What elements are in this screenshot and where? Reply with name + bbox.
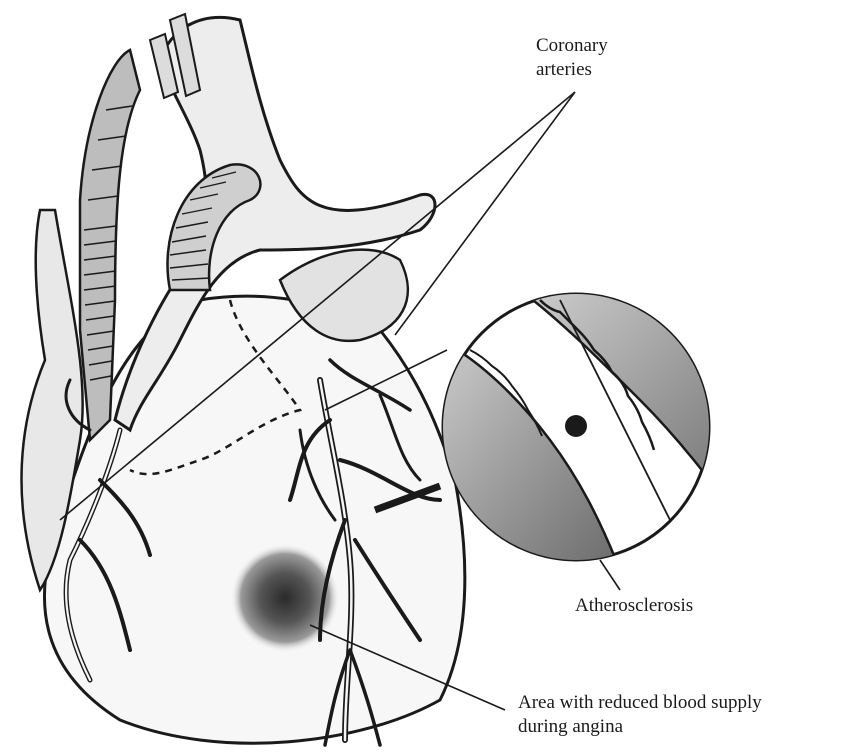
label-line: during angina — [518, 715, 762, 739]
coronary-arteries-label: Coronary arteries — [536, 34, 608, 82]
label-line: Area with reduced blood supply — [518, 691, 762, 715]
atherosclerosis-inset — [430, 290, 760, 570]
blood-clot — [565, 415, 587, 437]
reduced-blood-supply-label: Area with reduced blood supply during an… — [518, 691, 762, 739]
label-line: Coronary — [536, 34, 608, 58]
label-line: Atherosclerosis — [575, 594, 693, 618]
atherosclerosis-label: Atherosclerosis — [575, 594, 693, 618]
label-line: arteries — [536, 58, 608, 82]
